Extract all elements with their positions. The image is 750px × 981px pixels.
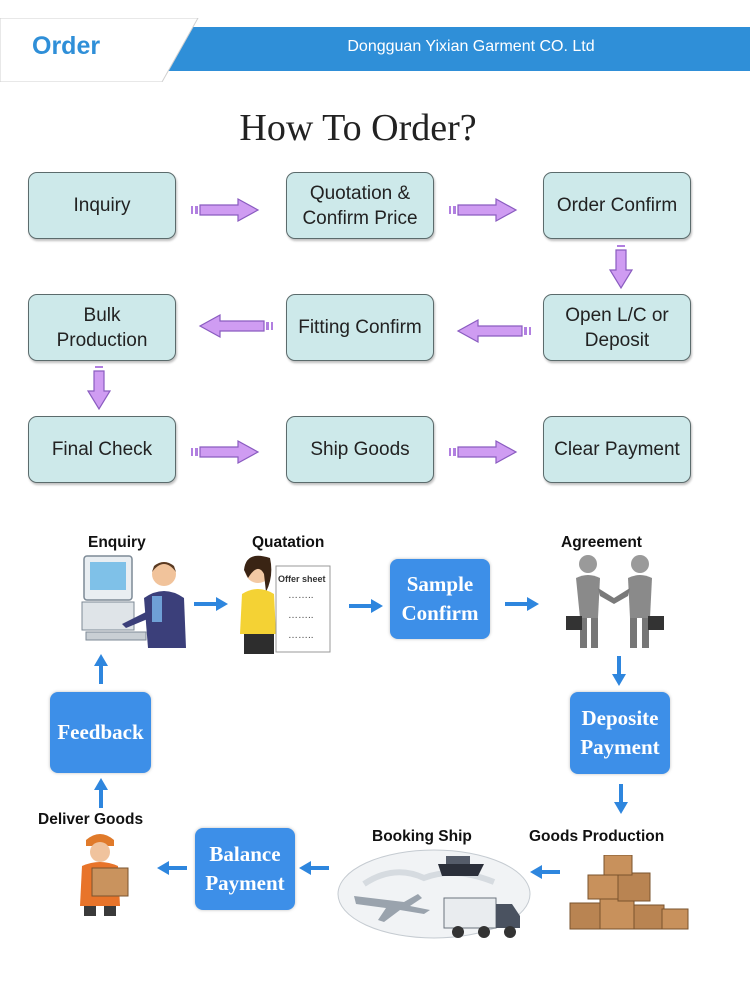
step-inquiry: Inquiry bbox=[28, 172, 176, 239]
label-agreement: Agreement bbox=[561, 534, 642, 551]
stacked-boxes-illustration bbox=[569, 855, 689, 930]
cycle-arrow-left-icon bbox=[530, 865, 560, 879]
step-quotation: Quotation & Confirm Price bbox=[286, 172, 434, 239]
cycle-arrow-left-icon bbox=[157, 861, 187, 875]
arrow-right-icon bbox=[449, 439, 518, 465]
cycle-arrow-right-icon bbox=[194, 597, 228, 611]
company-name: Dongguan Yixian Garment CO. Ltd bbox=[347, 38, 595, 55]
sample-confirm-box: Sample Confirm bbox=[390, 559, 490, 639]
step-bulk-production: Bulk Production bbox=[28, 294, 176, 361]
label-goods-production: Goods Production bbox=[529, 828, 665, 845]
arrow-right-icon bbox=[191, 439, 260, 465]
cycle-arrow-down-icon bbox=[614, 784, 628, 814]
balance-payment-box: Balance Payment bbox=[195, 828, 295, 910]
step-ship-goods: Ship Goods bbox=[286, 416, 434, 483]
cycle-arrow-right-icon bbox=[505, 597, 539, 611]
feedback-box: Feedback bbox=[50, 692, 151, 773]
cycle-arrow-right-icon bbox=[349, 599, 383, 613]
label-enquiry: Enquiry bbox=[88, 534, 146, 551]
step-final-check: Final Check bbox=[28, 416, 176, 483]
header-tab-shape bbox=[0, 18, 199, 82]
delivery-man-illustration bbox=[80, 834, 129, 916]
cycle-arrow-up-icon bbox=[94, 778, 108, 808]
offer-sheet-dots: …….. …….. …….. bbox=[288, 586, 314, 646]
step-order-confirm: Order Confirm bbox=[543, 172, 691, 239]
offer-sheet-line: …….. bbox=[288, 630, 314, 641]
offer-sheet-line: …….. bbox=[288, 590, 314, 601]
label-deliver-goods: Deliver Goods bbox=[38, 811, 144, 828]
arrow-down-icon bbox=[608, 245, 634, 290]
arrow-left-icon bbox=[198, 313, 273, 339]
offer-sheet-woman-illustration bbox=[240, 555, 331, 654]
header-tab-title: Order bbox=[32, 32, 101, 60]
arrow-right-icon bbox=[191, 197, 260, 223]
arrow-left-icon bbox=[456, 318, 531, 344]
computer-user-illustration bbox=[81, 555, 186, 648]
deposite-payment-box: Deposite Payment bbox=[570, 692, 670, 774]
step-clear-payment: Clear Payment bbox=[543, 416, 691, 483]
step-fitting-confirm: Fitting Confirm bbox=[286, 294, 434, 361]
offer-sheet-line: …….. bbox=[288, 610, 314, 621]
flow-title: How To Order? bbox=[239, 107, 477, 149]
cycle-arrow-up-icon bbox=[94, 654, 108, 684]
cycle-arrow-down-icon bbox=[612, 656, 626, 686]
arrow-down-icon bbox=[86, 366, 112, 411]
label-quatation: Quatation bbox=[252, 534, 325, 551]
label-booking-ship: Booking Ship bbox=[372, 828, 472, 845]
arrow-right-icon bbox=[449, 197, 518, 223]
offer-sheet-label: Offer sheet bbox=[278, 574, 326, 584]
handshake-illustration bbox=[566, 555, 664, 648]
step-open-lc: Open L/C or Deposit bbox=[543, 294, 691, 361]
header-band bbox=[150, 27, 750, 71]
ship-plane-truck-illustration bbox=[337, 849, 531, 939]
cycle-arrow-left-icon bbox=[299, 861, 329, 875]
